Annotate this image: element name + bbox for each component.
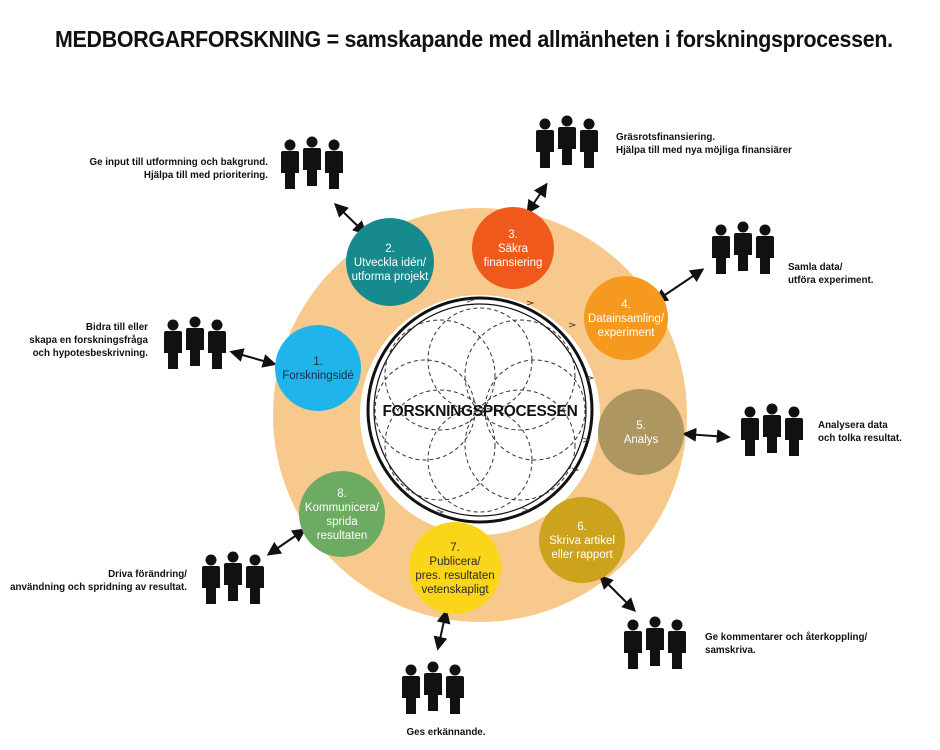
stage-5-arrow [682, 427, 731, 444]
stage-5-note: och tolka resultat. [818, 433, 902, 444]
stage-4-arrow [653, 268, 705, 303]
stage-6-label-line: eller rapport [551, 549, 613, 561]
stage-1-note: och hypotesbeskrivning. [33, 348, 149, 359]
orbit-chevron-icon [582, 437, 591, 443]
stage-6-arrow [599, 575, 636, 612]
orbit-chevron-icon [521, 507, 530, 513]
stage-1-label-line: 1. [313, 356, 323, 368]
stage-2-note: Ge input till utformning och bakgrund. [89, 157, 268, 168]
stage-8-circle [299, 471, 385, 557]
stage-2-label-line: 2. [385, 243, 395, 255]
stage-4-label-line: 4. [621, 299, 631, 311]
stage-3-arrow [526, 182, 548, 215]
stage-3-label-line: finansiering [484, 257, 543, 269]
stage-7-circle [409, 522, 501, 614]
title-main: MEDBORGARFORSKNING [55, 26, 321, 52]
people-group-icon [202, 551, 264, 604]
stage-1-node: 1. Forskningsidé [275, 325, 361, 411]
stage-1-arrow [229, 348, 277, 368]
stage-8-label-line: sprida [326, 516, 358, 528]
stage-7-note: Ges erkännande. [407, 727, 486, 738]
people-group-icon [624, 616, 686, 669]
stage-7-node: 7. Publicera/pres. resultaten vetenskaplig… [409, 522, 501, 614]
stage-4-node: 4. Datainsamling/experiment [584, 276, 668, 360]
research-cycle-icon [366, 296, 594, 524]
stage-3-node: 3. Säkra finansiering [472, 207, 554, 289]
stage-6-note: Ge kommentarer och återkoppling/ [705, 632, 868, 643]
stage-8-label-line: Kommunicera/ [305, 502, 380, 514]
stage-3-circle [472, 207, 554, 289]
stage-8-arrow [266, 528, 307, 556]
stage-6-note: samskriva. [705, 645, 756, 656]
stage-8-note: användning och spridning av resultat. [10, 582, 187, 593]
stage-7-arrow [433, 609, 451, 651]
stage-2-label-line: utforma projekt [352, 271, 430, 283]
stage-8-label-line: 8. [337, 488, 347, 500]
stage-5-node: 5. Analys [598, 389, 684, 475]
stage-2-note: Hjälpa till med prioritering. [144, 170, 268, 181]
people-group-icon [712, 221, 774, 274]
orbit-chevron-icon [466, 297, 475, 303]
stage-7-label-line: 7. [450, 542, 460, 554]
title-equals: = [326, 26, 340, 52]
stage-8-note: Driva förändring/ [108, 569, 187, 580]
stage-2-label-line: Utveckla idén/ [354, 257, 427, 269]
stage-8-label-line: resultaten [317, 530, 368, 542]
title-subtitle: samskapande med allmänheten i forsknings… [344, 26, 893, 52]
page-title: MEDBORGARFORSKNING = samskapande med all… [55, 26, 893, 58]
center-label: FORSKNINGSPROCESSEN [383, 403, 578, 420]
stage-1-note: skapa en forskningsfråga [29, 335, 148, 346]
stage-5-circle [598, 389, 684, 475]
stage-2-node: 2. Utveckla idén/utforma projekt [346, 218, 434, 306]
stage-7-label-line: pres. resultaten [415, 570, 494, 582]
stage-3-label-line: Säkra [498, 243, 529, 255]
orbit-chevron-icon [571, 467, 580, 473]
stage-7-label-line: vetenskapligt [421, 584, 489, 596]
people-group-icon [741, 403, 803, 456]
stage-4-label-line: Datainsamling/ [588, 313, 665, 325]
stage-5-label-line: 5. [636, 420, 646, 432]
stage-2-circle [346, 218, 434, 306]
orbit-chevron-icon [526, 300, 535, 306]
stage-3-note: Hjälpa till med nya möjliga finansiärer [616, 145, 792, 156]
stage-1-note: Bidra till eller [86, 322, 148, 333]
orbit-chevron-icon [568, 322, 577, 328]
stage-1-circle [275, 325, 361, 411]
stage-7-label-line: Publicera/ [429, 556, 481, 568]
stage-2-arrow [333, 203, 368, 235]
stage-6-label-line: Skriva artikel [549, 535, 615, 547]
stage-3-note: Gräsrotsfinansiering. [616, 132, 715, 143]
stage-6-node: 6. Skriva artikel eller rapport [539, 497, 625, 583]
stage-5-label-line: Analys [624, 434, 659, 446]
stage-6-label-line: 6. [577, 521, 587, 533]
people-group-icon [536, 115, 598, 168]
stage-4-note: Samla data/ [788, 262, 843, 273]
people-group-icon [164, 316, 226, 369]
stage-6-circle [539, 497, 625, 583]
stage-4-circle [584, 276, 668, 360]
stage-4-note: utföra experiment. [788, 275, 874, 286]
orbit-chevron-icon [436, 509, 445, 515]
stage-3-label-line: 3. [508, 229, 518, 241]
orbit-chevron-icon [586, 375, 595, 381]
stage-8-node: 8. Kommunicera/sprida resultaten [299, 471, 385, 557]
stage-4-label-line: experiment [598, 327, 656, 339]
people-group-icon [402, 661, 464, 714]
stage-5-note: Analysera data [818, 420, 888, 431]
people-group-icon [281, 136, 343, 189]
stage-1-label-line: Forskningsidé [282, 370, 354, 382]
